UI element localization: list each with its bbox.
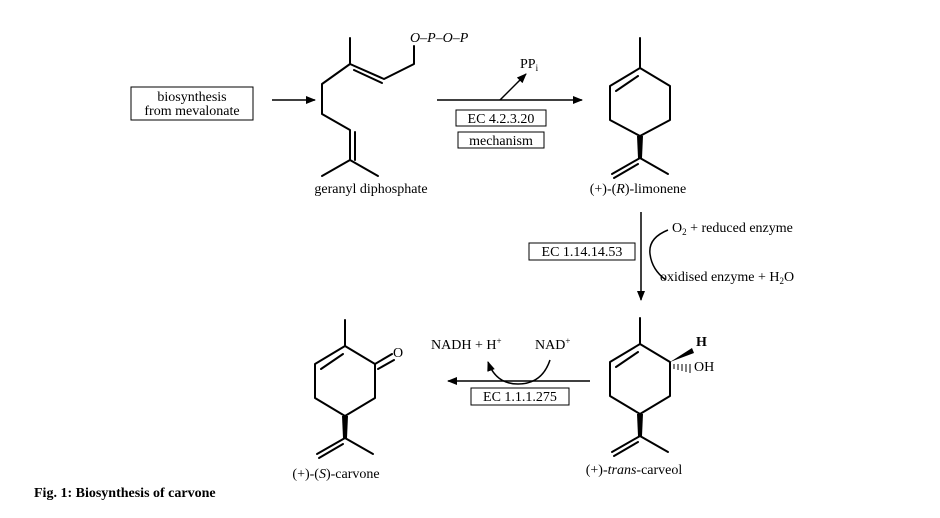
step3-cofactor-in: NAD+ — [535, 336, 570, 353]
carvone-structure: O — [314, 319, 403, 459]
source-box-line2: from mevalonate — [144, 104, 239, 119]
step2-output-label: oxidised enzyme + H2O — [660, 270, 794, 286]
step2-enzyme-label: EC 1.14.14.53 — [542, 245, 623, 260]
phosphate-chain-label: O–P–O–P — [410, 31, 469, 46]
figure-caption: Fig. 1: Biosynthesis of carvone — [34, 486, 216, 501]
biosynthesis-source-box: biosynthesis from mevalonate — [130, 86, 254, 121]
geranyl-diphosphate-structure: O–P–O–P — [321, 31, 469, 177]
step3-cofactor-out: NADH + H+ — [431, 336, 502, 353]
source-box-line1: biosynthesis — [157, 90, 226, 105]
step1-byproduct-arrow — [499, 73, 527, 101]
carveol-name: (+)-trans-carveol — [586, 463, 683, 478]
carveol-oh-label: OH — [694, 360, 714, 375]
carveol-structure: H OH — [609, 317, 714, 457]
carvone-name: (+)-(S)-carvone — [292, 467, 379, 482]
step2-input-label: O2 + reduced enzyme — [672, 221, 793, 237]
limonene-structure — [609, 37, 671, 179]
carvone-o-label: O — [393, 346, 403, 361]
step3-cofactor-arrow — [487, 359, 551, 385]
carveol-h-label: H — [696, 335, 707, 350]
step3-enzyme-label: EC 1.1.1.275 — [483, 390, 557, 405]
step2-cofactor-arrow — [649, 229, 669, 281]
limonene-name: (+)-(R)-limonene — [590, 182, 687, 197]
step1-mechanism-label: mechanism — [469, 134, 533, 149]
step1-byproduct: PPi — [520, 57, 539, 73]
gpp-name: geranyl diphosphate — [314, 182, 427, 197]
step1-enzyme-label: EC 4.2.3.20 — [468, 112, 535, 127]
